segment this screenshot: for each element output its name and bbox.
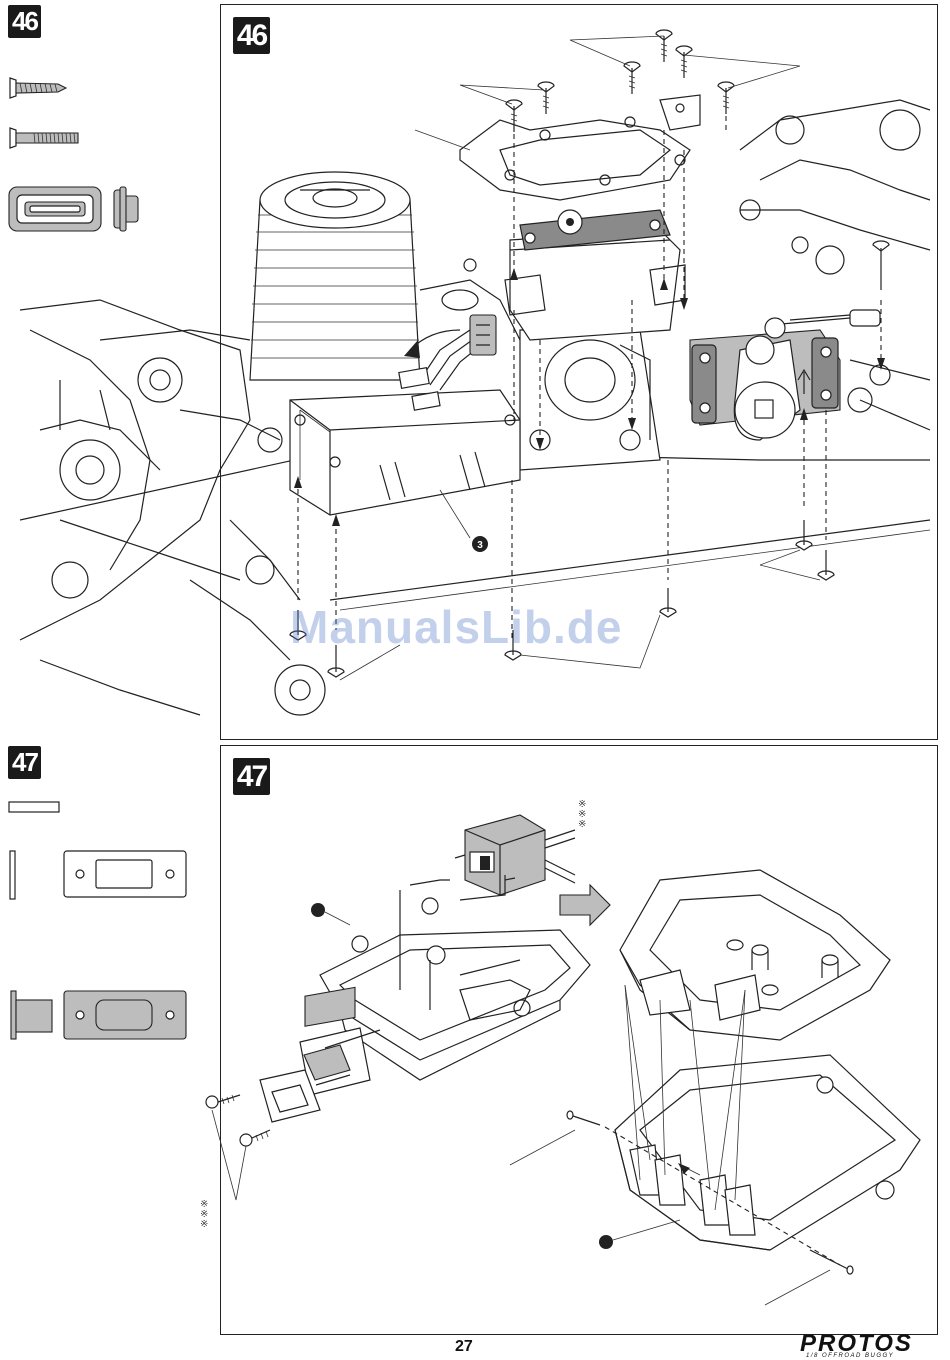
step-47-badge: 47 — [233, 758, 270, 795]
step-47-parts-badge: 47 — [8, 746, 41, 779]
manualslib-watermark: ManualsLib.de — [290, 600, 622, 654]
callout-number-3: 3 — [477, 540, 483, 551]
parts-switch-plate-mounted-icon — [8, 990, 190, 1042]
step-47-assembly-illustration — [200, 800, 940, 1330]
page-number: 27 — [455, 1338, 473, 1356]
brand-subtitle: 1/8 OFFROAD BUGGY — [806, 1353, 894, 1359]
parts-pin-icon — [8, 800, 60, 814]
parts-switch-plate-icon — [8, 850, 190, 900]
